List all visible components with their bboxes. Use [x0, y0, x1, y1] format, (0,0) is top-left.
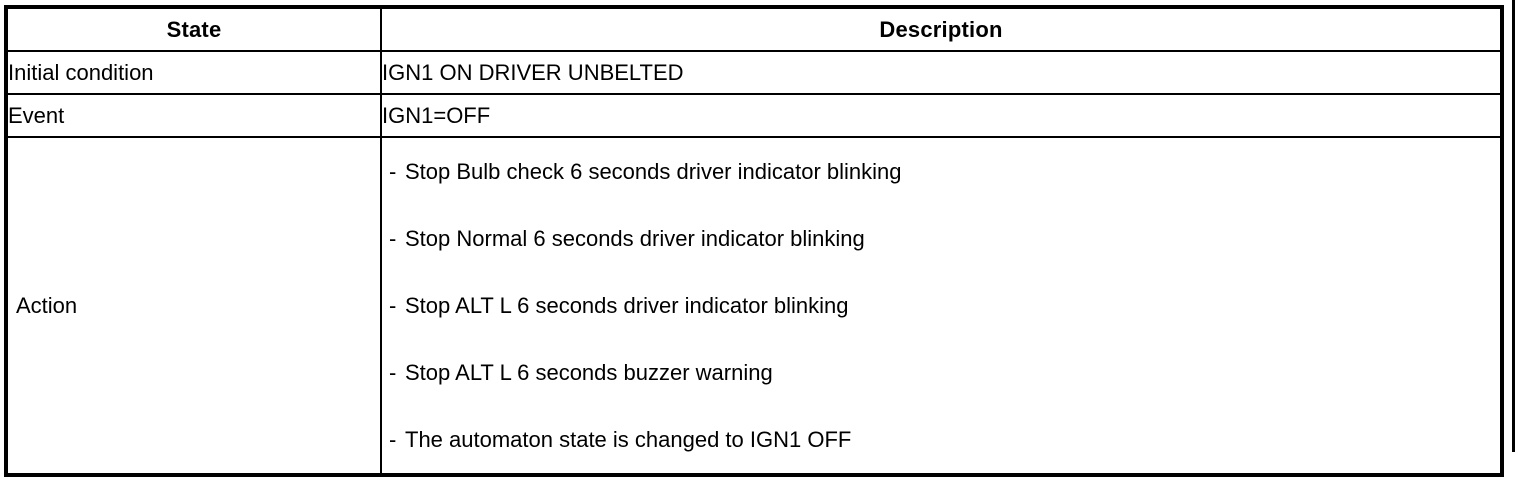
- list-item: -Stop Normal 6 seconds driver indicator …: [382, 205, 1500, 272]
- action-list: -Stop Bulb check 6 seconds driver indica…: [382, 138, 1500, 473]
- cell-state-action: Action: [5, 136, 382, 476]
- column-header-description: Description: [380, 6, 1503, 52]
- list-item-label: Stop ALT L 6 seconds driver indicator bl…: [405, 293, 849, 318]
- list-item: -The automaton state is changed to IGN1 …: [382, 406, 1500, 473]
- cell-state-event: Event: [5, 93, 382, 138]
- bullet-dash: -: [389, 293, 397, 318]
- table-row-initial-condition: Initial condition IGN1 ON DRIVER UNBELTE…: [5, 50, 1503, 95]
- table-row-event: Event IGN1=OFF: [5, 93, 1503, 138]
- column-header-state: State: [5, 6, 382, 52]
- bullet-dash: -: [389, 360, 397, 385]
- list-item: -Stop ALT L 6 seconds driver indicator b…: [382, 272, 1500, 339]
- page-edge-rule: [1512, 0, 1515, 452]
- state-description-table: State Description Initial condition IGN1…: [4, 5, 1504, 477]
- list-item: -Stop ALT L 6 seconds buzzer warning: [382, 339, 1500, 406]
- list-item-label: Stop Normal 6 seconds driver indicator b…: [405, 226, 865, 251]
- bullet-dash: -: [389, 427, 397, 452]
- document-page: State Description Initial condition IGN1…: [4, 0, 1515, 477]
- bullet-dash: -: [389, 159, 397, 184]
- list-item-label: Stop ALT L 6 seconds buzzer warning: [405, 360, 773, 385]
- table-row-action: Action -Stop Bulb check 6 seconds driver…: [5, 136, 1503, 476]
- list-item-label: Stop Bulb check 6 seconds driver indicat…: [405, 159, 902, 184]
- table-header-row: State Description: [5, 6, 1503, 52]
- list-item: -Stop Bulb check 6 seconds driver indica…: [382, 138, 1500, 205]
- cell-description-action: -Stop Bulb check 6 seconds driver indica…: [380, 136, 1503, 476]
- cell-description-initial-condition: IGN1 ON DRIVER UNBELTED: [380, 50, 1503, 95]
- cell-state-initial-condition: Initial condition: [5, 50, 382, 95]
- bullet-dash: -: [389, 226, 397, 251]
- cell-description-event: IGN1=OFF: [380, 93, 1503, 138]
- list-item-label: The automaton state is changed to IGN1 O…: [405, 427, 852, 452]
